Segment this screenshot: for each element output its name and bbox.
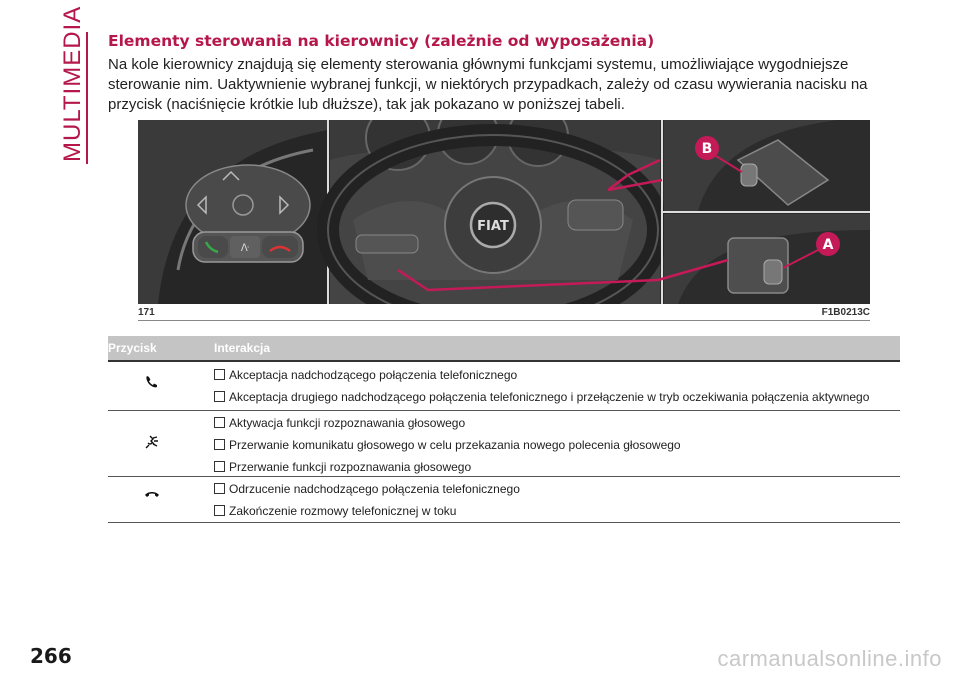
- svg-text:ᐽ: ᐽ: [241, 243, 249, 254]
- steering-wheel-illustration: ᐽ FIAT B: [138, 120, 870, 304]
- section-title: Elementy sterowania na kierownicy (zależ…: [108, 32, 655, 50]
- page-number: 266: [30, 644, 72, 668]
- phone-accept-icon: [144, 374, 160, 390]
- list-item: Akceptacja drugiego nadchodzącego połącz…: [214, 386, 869, 408]
- header-interakcja: Interakcja: [214, 341, 271, 355]
- list-item: Aktywacja funkcji rozpoznawania głosoweg…: [214, 412, 681, 434]
- header-przycisk: Przycisk: [108, 341, 157, 355]
- list-item: Zakończenie rozmowy telefonicznej w toku: [214, 500, 520, 522]
- list-item: Odrzucenie nadchodzącego połączenia tele…: [214, 478, 520, 500]
- phone-reject-icon: [144, 486, 160, 502]
- fiat-logo: FIAT: [477, 219, 509, 234]
- table-row: Odrzucenie nadchodzącego połączenia tele…: [108, 478, 900, 523]
- steering-wheel-figure: ᐽ FIAT B: [138, 120, 870, 304]
- callout-a: A: [823, 237, 834, 253]
- callout-b: B: [702, 141, 713, 157]
- voice-recognition-icon: [144, 434, 160, 450]
- table-row: Aktywacja funkcji rozpoznawania głosoweg…: [108, 412, 900, 477]
- figure-code: F1B0213C: [821, 307, 870, 318]
- table-row: Akceptacja nadchodzącego połączenia tele…: [108, 364, 900, 411]
- caption-divider: [138, 320, 870, 321]
- side-tab-label: MULTIMEDIA: [59, 5, 86, 162]
- side-tab-divider: [86, 32, 88, 164]
- list-item: Przerwanie funkcji rozpoznawania głosowe…: [214, 456, 681, 478]
- table-header: Przycisk Interakcja: [108, 336, 900, 362]
- watermark: carmanualsonline.info: [717, 646, 942, 671]
- figure-number: 171: [138, 307, 155, 318]
- list-item: Przerwanie komunikatu głosowego w celu p…: [214, 434, 681, 456]
- section-intro: Na kole kierownicy znajdują się elementy…: [108, 56, 868, 113]
- list-item: Akceptacja nadchodzącego połączenia tele…: [214, 364, 869, 386]
